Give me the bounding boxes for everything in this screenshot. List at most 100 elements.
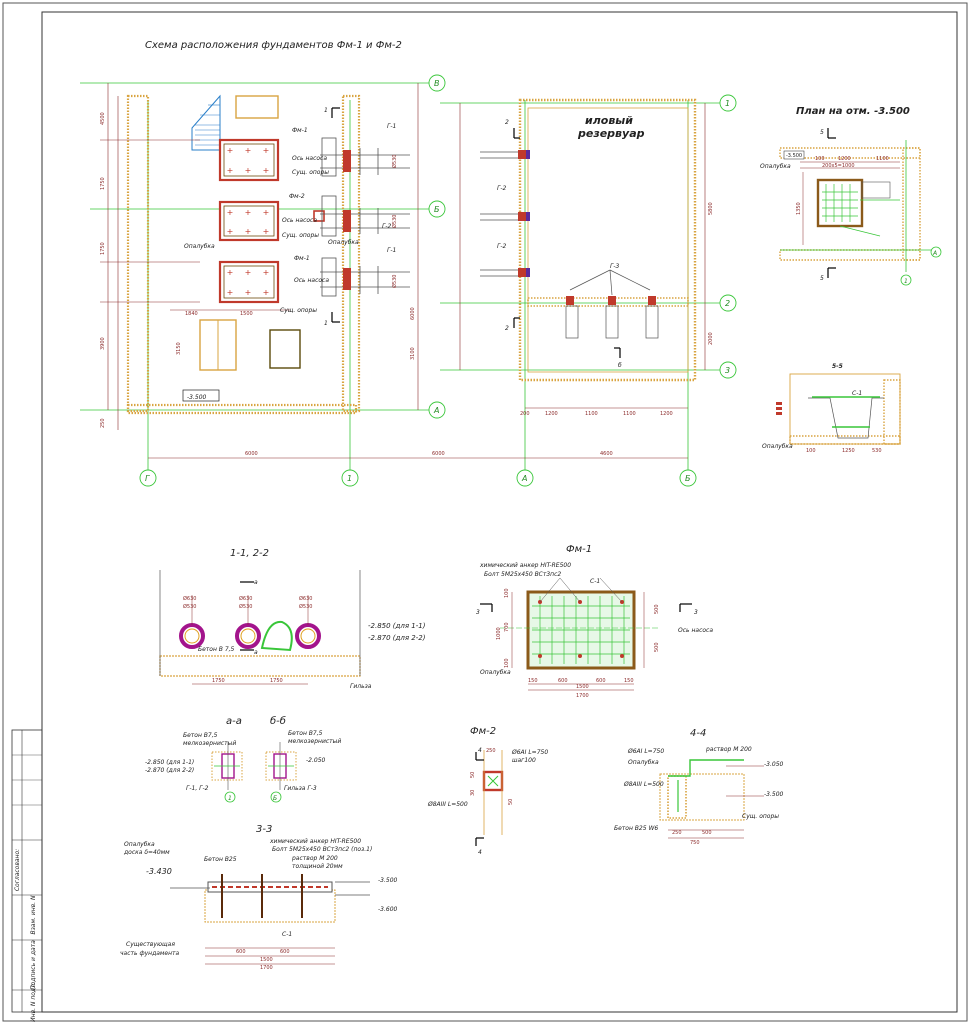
aa-level2: -2.870 (для 2-2) (145, 767, 194, 774)
plan-35-title: План на отм. -3.500 (796, 106, 910, 117)
label-axis-pump-c: Ось насоса (294, 277, 329, 284)
axis-bubbles (139, 74, 737, 487)
s44-concrete: Бетон В25 W6 (614, 825, 658, 832)
label-g2-a: Г-2 (382, 223, 392, 230)
bb-sleeve: Гильза Г-3 (284, 785, 317, 792)
s33-thickness: толщиной 20мм (292, 863, 343, 870)
axis-3-right: 3 (725, 366, 730, 375)
fm2-dim-1: 50 (470, 772, 476, 778)
axis-b-bottom: Б (685, 474, 691, 483)
bb-concrete-2: мелкозернистый (288, 738, 341, 745)
plan-35-dim-0: 100 (815, 156, 825, 162)
level-main: -3.500 (187, 394, 207, 401)
dim-1840: 1840 (185, 311, 198, 317)
label-fm1-b: Фм-1 (294, 255, 310, 262)
s33-level-r2: -3.600 (378, 906, 398, 913)
section-11-pipe-a2: Ø530 (183, 603, 196, 610)
plan-35 (779, 128, 942, 286)
section-11-pipe-b1: Ø630 (239, 595, 252, 602)
svg-text:+: + (245, 146, 252, 155)
plan-35-level: -3.500 (786, 153, 802, 159)
cut-6: б (618, 362, 622, 369)
axis-b: Б (434, 205, 440, 214)
dim-bottom-1: 6000 (432, 451, 445, 457)
label-support-a: Сущ. опоры (292, 169, 329, 176)
cut-1-bottom: 1 (324, 320, 328, 327)
fm1-dim-s0: 500 (654, 604, 660, 614)
axis-1-bottom: 1 (347, 474, 352, 483)
dim-left-2: 1750 (100, 242, 106, 255)
fm1-bolt: Болт 5М25х450 ВСт3пс2 (484, 571, 561, 578)
section-11-sleeve: Гильза (350, 683, 372, 690)
dim-bottom-2: 4600 (600, 451, 613, 457)
dim-1500: 1500 (240, 311, 253, 317)
section-11-cut-a-bottom: а (254, 649, 258, 656)
fm1-dim-l3: 100 (504, 658, 510, 668)
fm2-cut-top: 4 (478, 747, 482, 754)
section-44 (659, 759, 764, 839)
cut-1-top: 1 (324, 107, 328, 114)
reservoir-label-1: иловый (585, 114, 633, 127)
s33-formwork: Опалубка (124, 841, 155, 848)
fm1-dim-l1: 1000 (496, 627, 502, 640)
s44-level2: -3.500 (764, 791, 784, 798)
fm1-dim-b2: 600 (596, 678, 606, 684)
s33-level-left: -3.430 (146, 867, 172, 876)
dim-5800: 5800 (708, 202, 714, 215)
svg-text:+: + (245, 166, 252, 175)
dim-3100: 3100 (410, 347, 416, 360)
fm2-cut-bottom: 4 (478, 849, 482, 856)
dim-res-3: 1100 (623, 411, 636, 417)
section-11-dim-0: 1750 (212, 678, 225, 684)
s44-mortar: раствор М 200 (705, 746, 752, 753)
s33-anchor: химический анкер HIT-RE500 (269, 838, 361, 845)
aa-concrete: Бетон В7,5 (183, 732, 218, 739)
section-55-dim-2: 530 (872, 448, 882, 454)
svg-text:+: + (245, 268, 252, 277)
fm2-dim-3: 30 (470, 790, 476, 796)
stamp-sign-date: Подпись и дата (30, 940, 37, 990)
svg-text:+: + (263, 166, 270, 175)
label-support-b: Сущ. опоры (282, 232, 319, 239)
dim-res-0: 200 (520, 411, 530, 417)
svg-text:+: + (227, 146, 234, 155)
label-g1-a: Г-1 (387, 123, 396, 130)
label-g2-b: Г-2 (497, 185, 507, 192)
fm2-detail (475, 750, 504, 846)
bb-title: б-б (270, 715, 286, 727)
label-fm1-a: Фм-1 (292, 127, 308, 134)
cut-2-bottom: 2 (505, 325, 509, 332)
svg-text:+: + (227, 288, 234, 297)
section-55 (776, 373, 901, 445)
svg-text:+: + (245, 208, 252, 217)
bb-axis: Б (273, 795, 277, 802)
pipe-d-a: Ø530 (391, 155, 398, 168)
s44-rebar1: Ø6АI L=750 (627, 748, 664, 755)
stamp-agreed: Согласовано: (14, 849, 21, 891)
section-11-pipe-c1: Ø630 (299, 595, 312, 602)
cut-2-top: 2 (505, 119, 509, 126)
fm1-dim-l0: 100 (504, 588, 510, 598)
aa-pipes: Г-1, Г-2 (186, 785, 209, 792)
label-g2-c: Г-2 (497, 243, 507, 250)
fm1-cut-right: 3 (694, 609, 698, 616)
fm1-anchor: химический анкер HIT-RE500 (479, 562, 571, 569)
fm2-dim-0: 250 (486, 748, 496, 754)
section-55-dim-0: 100 (806, 448, 816, 454)
fm1-dim-1700: 1700 (576, 693, 589, 699)
fm1-dim-l2: 700 (504, 622, 510, 632)
dim-res-2: 1100 (585, 411, 598, 417)
pipe-d-b: Ø530 (391, 215, 398, 228)
fm2-dim-2: 50 (508, 799, 514, 805)
plan-35-axis-a: А (932, 250, 937, 257)
section-11-pipe-c2: Ø530 (299, 603, 312, 610)
aa-title: а-а (226, 716, 242, 727)
dim-bottom-0: 6000 (245, 451, 258, 457)
fm1-title: Фм-1 (566, 544, 592, 555)
dim-res-1: 1200 (545, 411, 558, 417)
s33-dim-0: 600 (236, 949, 246, 955)
plan-35-dim-grid: 200x5=1000 (822, 163, 855, 169)
axis-a-bottom: А (521, 474, 527, 483)
axis-g: Г (145, 474, 150, 483)
section-55-dim-1: 1250 (842, 448, 855, 454)
